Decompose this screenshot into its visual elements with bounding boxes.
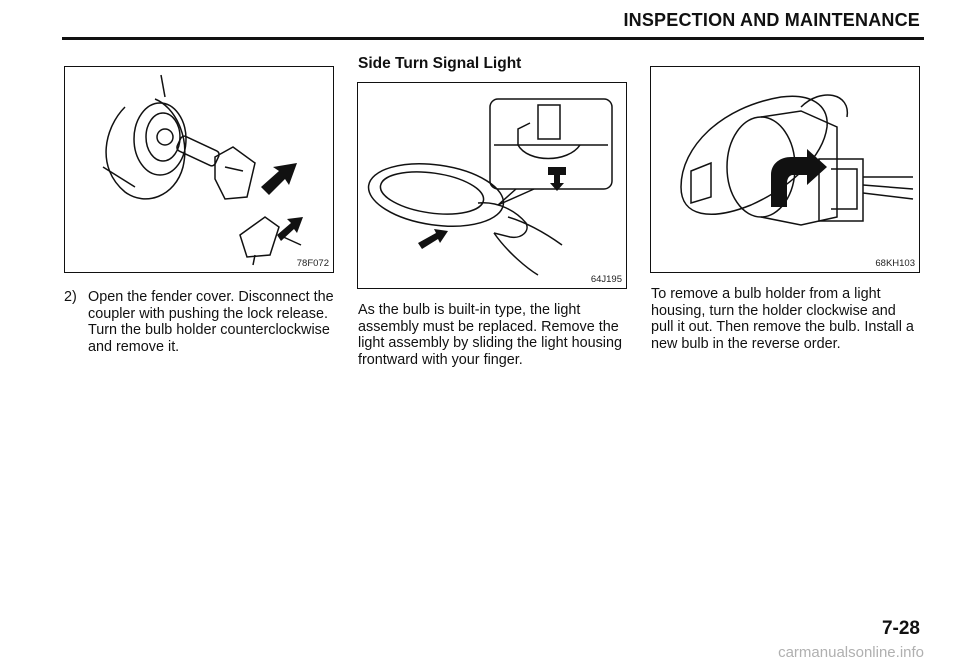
bulb-holder-text: To remove a bulb holder from a light hou… (651, 286, 914, 352)
figure-side-turn-signal-removal: 64J195 (357, 82, 627, 289)
headlight-bulb-illustration (102, 74, 303, 266)
figure-code: 64J195 (590, 274, 622, 285)
side-turn-signal-text: As the bulb is built-in type, the light … (358, 302, 622, 368)
step-text: Open the fender cover. Disconnect the co… (88, 289, 334, 355)
bulb-holder-illustration (680, 94, 914, 226)
figure-code: 68KH103 (875, 258, 915, 269)
page-header-title: INSPECTION AND MAINTENANCE (623, 10, 920, 30)
side-turn-signal-illustration (367, 98, 613, 276)
step-number: 2) (64, 289, 77, 305)
figure-headlight-bulb-removal: 78F072 (64, 66, 334, 273)
figure-bulb-holder-removal: 68KH103 (650, 66, 920, 273)
section-title-side-turn-signal: Side Turn Signal Light (358, 55, 522, 72)
watermark: carmanualsonline.info (778, 644, 924, 661)
figure-code: 78F072 (296, 258, 329, 269)
header-rule (62, 37, 924, 40)
page-number: 7-28 (881, 618, 920, 639)
step-2-instruction: 2) Open the fender cover. Disconnect the… (64, 289, 338, 355)
